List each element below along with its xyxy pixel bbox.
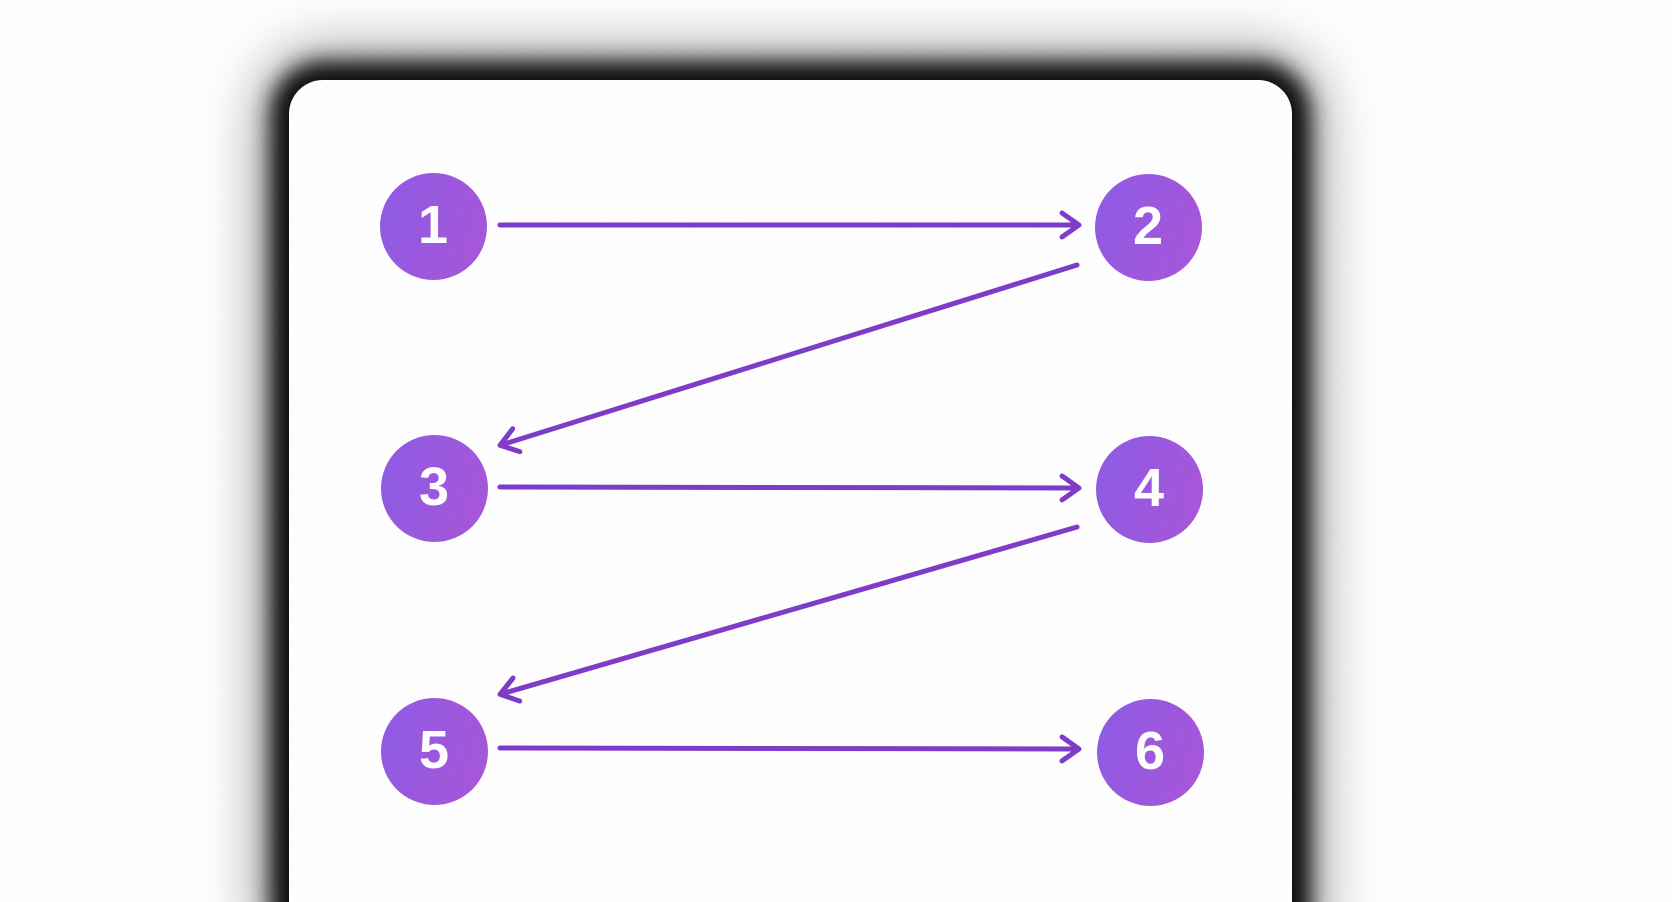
step-node-5-label: 5 [418, 720, 450, 780]
arrow-3-4 [497, 473, 1082, 503]
step-node-6: 6 [1096, 698, 1204, 806]
step-node-2-label: 2 [1132, 196, 1164, 256]
step-node-1-label: 1 [417, 195, 449, 255]
arrow-4-5 [497, 524, 1080, 704]
step-node-1: 1 [379, 172, 487, 280]
step-node-2: 2 [1094, 173, 1202, 281]
step-node-3: 3 [380, 434, 488, 542]
step-node-6-label: 6 [1134, 721, 1166, 781]
step-node-3-label: 3 [418, 457, 450, 517]
step-node-4: 4 [1095, 435, 1203, 543]
arrow-2-3 [497, 262, 1080, 455]
card: 1 2 3 4 5 6 [289, 80, 1292, 902]
step-node-5: 5 [380, 697, 488, 805]
arrow-5-6 [497, 734, 1082, 764]
step-node-4-label: 4 [1133, 458, 1165, 518]
